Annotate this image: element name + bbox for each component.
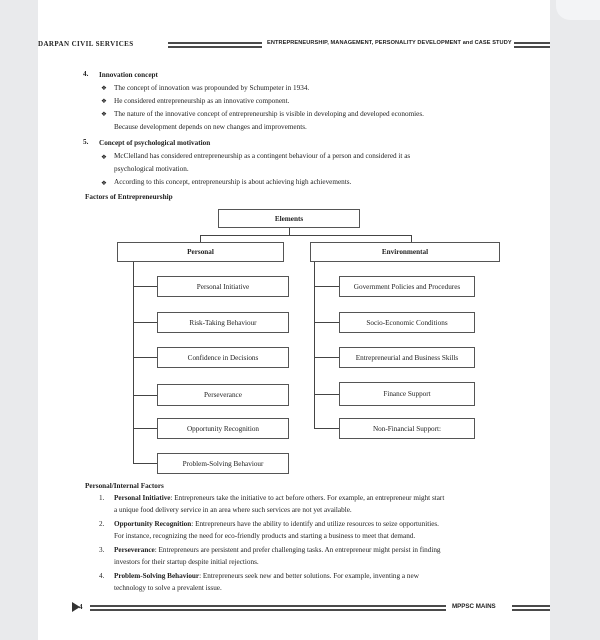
header-publisher: DARPAN CIVIL SERVICES — [38, 40, 134, 48]
personal-factor-box: Problem-Solving Behaviour — [157, 453, 289, 474]
environmental-factor-label: Socio-Economic Conditions — [366, 318, 448, 327]
connector-line — [133, 428, 157, 429]
connector-line — [314, 394, 339, 395]
bullet-text-continued: psychological motivation. — [114, 165, 189, 173]
bullet-text: According to this concept, entrepreneurs… — [114, 178, 352, 186]
environmental-header-box: Environmental — [310, 242, 500, 262]
header-rule-left-2 — [168, 46, 262, 48]
environmental-factor-box: Socio-Economic Conditions — [339, 312, 475, 333]
window-corner — [556, 0, 600, 20]
list-number: 3. — [99, 546, 105, 554]
personal-factor-box: Confidence in Decisions — [157, 347, 289, 368]
footer-rule-2 — [90, 609, 446, 611]
personal-factor-label: Confidence in Decisions — [187, 353, 259, 362]
connector-line — [133, 357, 157, 358]
footer-rule — [90, 605, 446, 607]
section-title: Innovation concept — [99, 71, 158, 79]
header-rule-right-2 — [514, 46, 550, 48]
bullet-text: McClelland has considered entrepreneursh… — [114, 152, 411, 160]
environmental-factor-label: Non-Financial Support: — [372, 424, 442, 433]
footer-page-marker-icon — [72, 602, 80, 612]
personal-factor-label: Personal Initiative — [196, 282, 250, 291]
bullet-text: The nature of the innovative concept of … — [114, 110, 424, 118]
section-number: 5. — [83, 138, 89, 146]
list-item-continued: investors for their startup despite init… — [114, 558, 259, 566]
list-item-text: : Entrepreneurs seek new and better solu… — [199, 572, 419, 580]
personal-factor-box: Opportunity Recognition — [157, 418, 289, 439]
connector-line — [411, 235, 412, 242]
connector-line — [314, 428, 339, 429]
footer-exam-title: MPPSC MAINS — [452, 603, 496, 610]
personal-factor-box: Risk-Taking Behaviour — [157, 312, 289, 333]
section-number: 4. — [83, 70, 89, 78]
header-subject: ENTREPRENEURSHIP, MANAGEMENT, PERSONALIT… — [267, 40, 512, 46]
diagram-root-label: Elements — [274, 214, 304, 223]
personal-factor-box: Personal Initiative — [157, 276, 289, 297]
connector-line — [133, 463, 157, 464]
list-number: 4. — [99, 572, 105, 580]
section-title: Concept of psychological motivation — [99, 139, 211, 147]
personal-factor-label: Opportunity Recognition — [186, 424, 260, 433]
bullet-icon: ❖ — [101, 98, 107, 105]
footer-page-number: 4 — [79, 603, 83, 611]
footer-rule-right-2 — [512, 609, 550, 611]
list-item: Perseverance: Entrepreneurs are persiste… — [114, 545, 441, 556]
connector-line — [314, 262, 315, 428]
connector-line — [314, 286, 339, 287]
list-item-continued: a unique food delivery service in an are… — [114, 506, 352, 514]
personal-header-box: Personal — [117, 242, 284, 262]
diagram-root-box: Elements — [218, 209, 360, 228]
list-item-term: Problem-Solving Behaviour — [114, 572, 200, 580]
environmental-factor-label: Entrepreneurial and Business Skills — [355, 353, 459, 362]
environmental-factor-label: Finance Support — [383, 390, 431, 398]
environmental-header-label: Environmental — [381, 248, 429, 256]
bullet-icon: ❖ — [101, 111, 107, 118]
bullet-text: He considered entrepreneurship as an inn… — [114, 97, 290, 105]
list-item-text: : Entrepreneurs are persistent and prefe… — [154, 546, 441, 554]
list-item-term: Opportunity Recognition — [114, 520, 192, 528]
connector-line — [133, 286, 157, 287]
internal-factors-heading: Personal/Internal Factors — [85, 482, 164, 490]
personal-factor-box: Perseverance — [157, 384, 289, 406]
bullet-icon: ❖ — [101, 180, 107, 187]
list-item: Personal Initiative: Entrepreneurs take … — [114, 493, 444, 504]
list-item-term: Personal Initiative — [114, 494, 171, 502]
list-number: 2. — [99, 520, 105, 528]
bullet-icon: ❖ — [101, 85, 107, 92]
list-item-continued: technology to solve a prevalent issue. — [114, 584, 222, 592]
environmental-factor-box: Entrepreneurial and Business Skills — [339, 347, 475, 368]
environmental-factor-label: Government Policies and Procedures — [353, 282, 461, 291]
personal-header-label: Personal — [187, 248, 214, 256]
environmental-factor-box: Government Policies and Procedures — [339, 276, 475, 297]
connector-line — [289, 228, 290, 236]
factors-heading: Factors of Entrepreneurship — [85, 193, 173, 201]
list-item-continued: For instance, recognizing the need for e… — [114, 532, 416, 540]
list-item-text: : Entrepreneurs take the initiative to a… — [170, 494, 445, 502]
personal-factor-label: Perseverance — [204, 391, 242, 399]
header-rule-left — [168, 42, 262, 44]
connector-line — [314, 357, 339, 358]
connector-line — [133, 322, 157, 323]
connector-line — [200, 235, 201, 242]
connector-line — [133, 262, 134, 463]
header-rule-right — [514, 42, 550, 44]
environmental-factor-box: Finance Support — [339, 382, 475, 406]
list-item: Problem-Solving Behaviour: Entrepreneurs… — [114, 571, 419, 582]
list-item-term: Perseverance — [114, 546, 155, 554]
list-number: 1. — [99, 494, 105, 502]
connector-line — [133, 395, 157, 396]
environmental-factor-box: Non-Financial Support: — [339, 418, 475, 439]
connector-line — [200, 235, 412, 236]
bullet-icon: ❖ — [101, 154, 107, 161]
bullet-text: The concept of innovation was propounded… — [114, 84, 310, 92]
personal-factor-label: Problem-Solving Behaviour — [182, 459, 264, 468]
connector-line — [314, 322, 339, 323]
list-item: Opportunity Recognition: Entrepreneurs h… — [114, 519, 439, 530]
list-item-text: : Entrepreneurs have the ability to iden… — [191, 520, 439, 528]
bullet-text-continued: Because development depends on new chang… — [114, 123, 307, 131]
personal-factor-label: Risk-Taking Behaviour — [189, 318, 257, 327]
footer-rule-right — [512, 605, 550, 607]
